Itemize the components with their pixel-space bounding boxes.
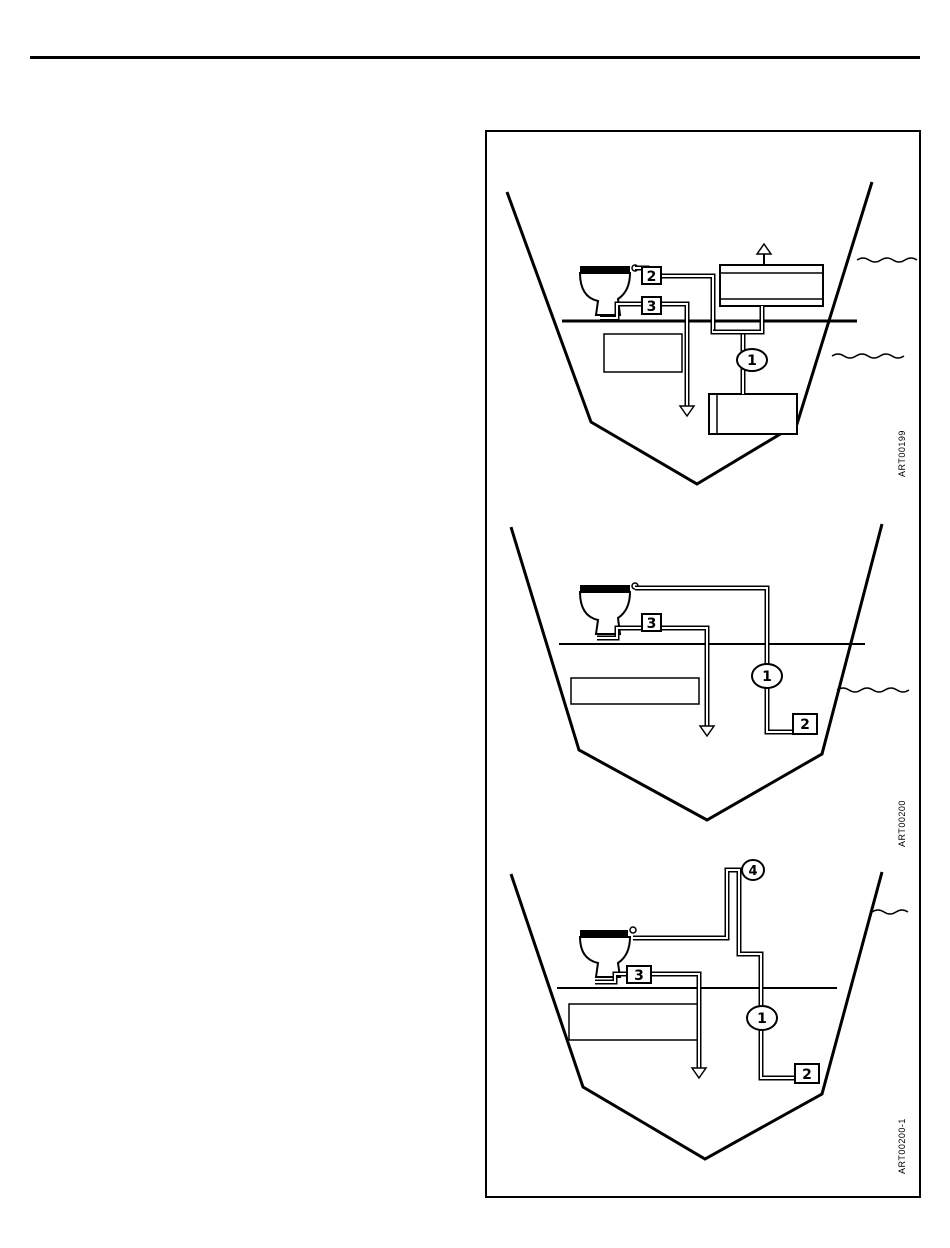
waterline-1b <box>832 354 904 358</box>
panel-1: 2 3 1 <box>507 182 917 484</box>
svg-text:4: 4 <box>748 864 757 879</box>
hull-2 <box>511 524 882 820</box>
callout-2-square: 2 <box>642 267 661 285</box>
svg-text:1: 1 <box>762 669 772 685</box>
callout-3-square: 3 <box>642 297 661 315</box>
svg-text:2: 2 <box>800 717 810 733</box>
callout-2-square: 2 <box>795 1064 819 1083</box>
svg-text:2: 2 <box>802 1067 812 1083</box>
callout-1-circle: 1 <box>737 349 767 371</box>
svg-text:3: 3 <box>634 968 644 984</box>
panel-3: 4 3 1 2 <box>511 860 908 1159</box>
callout-4-circle: 4 <box>742 860 764 880</box>
callout-3-square: 3 <box>642 614 661 632</box>
art-id-3: ART00200-1 <box>897 1118 907 1174</box>
callout-1-circle: 1 <box>747 1006 777 1030</box>
figure-frame: 2 3 1 <box>485 130 921 1198</box>
holding-tank-lower <box>709 394 797 434</box>
svg-text:3: 3 <box>647 299 657 315</box>
tank-below-left <box>604 334 682 372</box>
holding-tank <box>571 678 699 704</box>
svg-text:2: 2 <box>647 269 657 285</box>
svg-text:1: 1 <box>757 1011 767 1027</box>
waterline-2 <box>837 688 909 692</box>
svg-text:1: 1 <box>747 353 757 369</box>
waterline-1a <box>857 258 917 262</box>
waterline-3 <box>872 910 908 914</box>
callout-2-square: 2 <box>793 714 817 734</box>
art-id-1: ART00199 <box>897 430 907 477</box>
panel-2: 3 1 2 <box>511 524 909 820</box>
diagram-canvas: 2 3 1 <box>487 132 923 1200</box>
holding-tank-upper <box>720 265 823 306</box>
svg-text:3: 3 <box>647 616 657 632</box>
art-id-2: ART00200 <box>897 800 907 847</box>
toilet-icon <box>580 265 638 315</box>
callout-3-square: 3 <box>627 966 651 984</box>
holding-tank <box>569 1004 699 1040</box>
top-rule <box>30 56 920 59</box>
callout-1-circle: 1 <box>752 664 782 688</box>
